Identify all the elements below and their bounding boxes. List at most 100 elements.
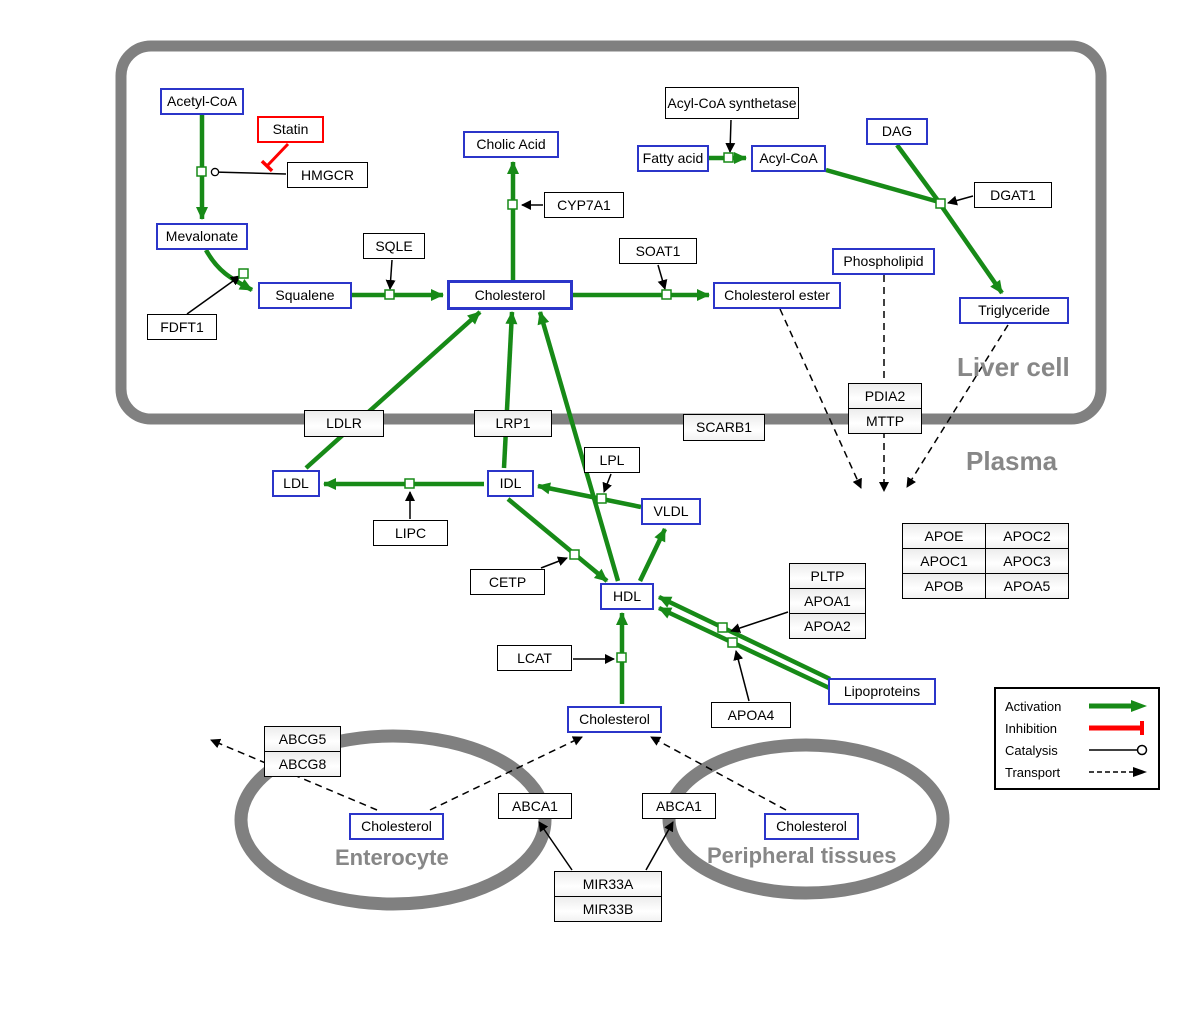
transport-dashed-arrow-icon: [1089, 767, 1147, 777]
anchor-cyp7a1: [507, 199, 518, 210]
node-abcg8[interactable]: ABCG8: [264, 751, 341, 777]
node-dgat1[interactable]: DGAT1: [974, 182, 1052, 208]
node-cholesterol-liver[interactable]: Cholesterol: [447, 280, 573, 310]
node-pdia2[interactable]: PDIA2: [848, 383, 922, 409]
node-soat1[interactable]: SOAT1: [619, 238, 697, 264]
edge-peripheral-cholesterol-efflux: [650, 736, 787, 811]
enterocyte-label: Enterocyte: [335, 845, 449, 870]
node-scarb1[interactable]: SCARB1: [683, 414, 765, 441]
node-apoa2[interactable]: APOA2: [789, 613, 866, 639]
node-mir33a[interactable]: MIR33A: [554, 871, 662, 897]
edge-acylcoa-synthetase-catalysis: [725, 119, 736, 153]
node-acyl-coa-synthetase[interactable]: Acyl-CoA synthetase: [665, 87, 799, 119]
node-statin[interactable]: Statin: [257, 116, 324, 143]
node-mir33b[interactable]: MIR33B: [554, 896, 662, 922]
node-sqle[interactable]: SQLE: [363, 233, 425, 259]
node-apoe[interactable]: APOE: [903, 524, 986, 549]
node-hmgcr[interactable]: HMGCR: [287, 162, 368, 188]
node-abca1-left[interactable]: ABCA1: [498, 793, 572, 819]
legend-row-transport: Transport: [1005, 761, 1149, 783]
anchor-acs: [723, 152, 734, 163]
plasma-label: Plasma: [966, 446, 1058, 476]
node-apoc3[interactable]: APOC3: [986, 549, 1069, 574]
node-acyl-coa[interactable]: Acyl-CoA: [751, 145, 826, 172]
anchor-pltp: [717, 622, 728, 633]
liver-cell-membrane: [115, 40, 1107, 425]
edge-junction-triglyceride: [938, 202, 1004, 295]
edge-cholesterolester-transport: [779, 308, 862, 489]
node-abcg5[interactable]: ABCG5: [264, 726, 341, 752]
node-hdl[interactable]: HDL: [600, 583, 654, 610]
node-dag[interactable]: DAG: [866, 118, 928, 145]
node-apob[interactable]: APOB: [903, 574, 986, 599]
node-cyp7a1[interactable]: CYP7A1: [544, 192, 624, 218]
node-cholesterol-plasma[interactable]: Cholesterol: [567, 706, 662, 733]
node-cholesterol-peripheral[interactable]: Cholesterol: [764, 813, 859, 840]
node-pltp[interactable]: PLTP: [789, 563, 866, 589]
anchor-fdft1: [238, 268, 249, 279]
peripheral-tissues-membrane: [662, 738, 950, 900]
node-apoa4[interactable]: APOA4: [711, 702, 791, 728]
activation-arrow-icon: [1089, 700, 1147, 712]
edge-statin-inhibits-hmgcr: [260, 142, 290, 173]
edge-soat1-catalysis: [657, 264, 668, 290]
node-squalene[interactable]: Squalene: [258, 282, 352, 309]
edge-lipoproteins-hdl-upper: [658, 594, 831, 682]
node-fdft1[interactable]: FDFT1: [147, 314, 217, 340]
edge-cetp-catalysis: [540, 556, 568, 569]
node-ldl[interactable]: LDL: [272, 470, 320, 497]
node-lipoproteins[interactable]: Lipoproteins: [828, 678, 936, 705]
node-abca1-right[interactable]: ABCA1: [642, 793, 716, 819]
node-lpl[interactable]: LPL: [584, 447, 640, 473]
node-vldl[interactable]: VLDL: [641, 498, 701, 525]
edge-ldl-cholesterol-via-ldlr: [304, 310, 482, 470]
node-triglyceride[interactable]: Triglyceride: [959, 297, 1069, 324]
edge-triglyceride-transport: [906, 324, 1009, 488]
anchor-hmgcr: [196, 166, 207, 177]
edge-idl-cholesterol-via-lrp1: [501, 311, 518, 469]
legend-transport-label: Transport: [1005, 764, 1061, 780]
node-idl[interactable]: IDL: [487, 470, 534, 497]
node-lipc[interactable]: LIPC: [373, 520, 448, 546]
legend-row-inhibition: Inhibition: [1005, 717, 1149, 739]
anchor-sqle: [384, 289, 395, 300]
peripheral-tissues-label: Peripheral tissues: [707, 843, 897, 868]
edge-fdft1-catalysis: [186, 275, 241, 315]
node-phospholipid[interactable]: Phospholipid: [832, 248, 935, 275]
anchor-lipc: [404, 478, 415, 489]
anchor-apoa4: [727, 637, 738, 648]
legend-catalysis-label: Catalysis: [1005, 742, 1058, 758]
edge-mir33-abca1-left: [538, 821, 573, 871]
node-cetp[interactable]: CETP: [470, 569, 545, 595]
legend: Activation Inhibition Catalysis Transpor…: [994, 687, 1160, 790]
node-mttp[interactable]: MTTP: [848, 408, 922, 434]
legend-inhibition-label: Inhibition: [1005, 720, 1058, 736]
node-acetyl-coa[interactable]: Acetyl-CoA: [160, 88, 244, 115]
edge-mevalonate-squalene: [204, 248, 254, 292]
edge-lipoproteins-hdl-lower: [658, 605, 841, 696]
legend-row-catalysis: Catalysis: [1005, 739, 1149, 761]
node-lrp1[interactable]: LRP1: [474, 410, 552, 437]
edge-mir33-abca1-right: [645, 821, 674, 871]
node-lcat[interactable]: LCAT: [497, 645, 572, 671]
edge-acylcoa-junction: [825, 167, 940, 205]
enterocyte-membrane: [234, 729, 552, 911]
node-ldlr[interactable]: LDLR: [304, 410, 384, 437]
node-apoc1[interactable]: APOC1: [903, 549, 986, 574]
node-mevalonate[interactable]: Mevalonate: [156, 223, 248, 250]
node-apoa1[interactable]: APOA1: [789, 588, 866, 614]
anchor-lcat: [616, 652, 627, 663]
apolipoprotein-table: APOE APOC2 APOC1 APOC3 APOB APOA5: [902, 523, 1069, 599]
catalysis-circle-icon: [1089, 744, 1148, 756]
node-cholesterol-ester[interactable]: Cholesterol ester: [713, 282, 841, 309]
edge-pltp-complex-catalysis: [730, 611, 789, 633]
node-cholesterol-enterocyte[interactable]: Cholesterol: [349, 813, 444, 840]
inhibition-tbar-icon: [1089, 721, 1144, 735]
node-fatty-acid[interactable]: Fatty acid: [637, 145, 709, 172]
edge-sqle-catalysis: [385, 259, 396, 290]
node-apoc2[interactable]: APOC2: [986, 524, 1069, 549]
node-apoa5[interactable]: APOA5: [986, 574, 1069, 599]
node-cholic-acid[interactable]: Cholic Acid: [463, 131, 559, 158]
